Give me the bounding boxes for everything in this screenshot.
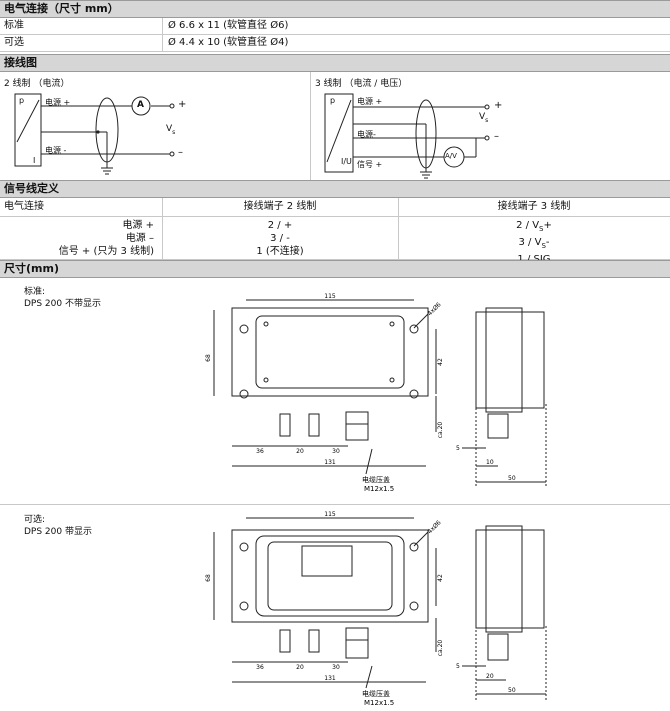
two-wire-schematic bbox=[14, 93, 175, 175]
row-label: 可选 bbox=[4, 37, 24, 48]
power-minus-label: 电源 - bbox=[45, 146, 67, 155]
electrical-header: 电气连接（尺寸 mm） bbox=[0, 0, 670, 18]
p-label: p bbox=[330, 96, 336, 105]
vs-label: Vs bbox=[479, 112, 489, 124]
dim-36: 36 bbox=[256, 448, 264, 455]
electrical-row-optional: 可选 Ø 4.4 x 10 (软管直径 Ø4) bbox=[0, 35, 670, 52]
dim-50: 50 bbox=[508, 687, 516, 694]
signal-column-header: 电气连接 接线端子 2 线制 接线端子 3 线制 bbox=[0, 198, 670, 217]
col-divider bbox=[398, 198, 399, 260]
col-header-two: 接线端子 2 线制 bbox=[243, 201, 317, 212]
table-row: 电源 – bbox=[125, 233, 154, 244]
optional-dimension-drawing: 115 68 42 ca.20 4xØ6 36 20 30 131 电缆压盖 M… bbox=[205, 511, 547, 707]
vs-label: Vs bbox=[166, 124, 176, 136]
gland-thread: M12x1.5 bbox=[364, 485, 394, 493]
dim-holes: 4xØ6 bbox=[426, 519, 442, 535]
signal-table-body: 电源 + 电源 – 信号 + (只为 3 线制) 2 / + 3 / - 1 (… bbox=[0, 217, 670, 265]
dim-ca20: ca.20 bbox=[437, 640, 444, 657]
dim-30: 30 bbox=[332, 664, 340, 671]
col-header-conn: 电气连接 bbox=[4, 201, 44, 212]
wiring-divider bbox=[310, 72, 311, 180]
dim-131: 131 bbox=[324, 675, 336, 682]
dim-42: 42 bbox=[437, 358, 444, 366]
table-row: 3 / VS- bbox=[518, 237, 550, 250]
dim-68: 68 bbox=[205, 574, 212, 582]
dim-36: 36 bbox=[256, 664, 264, 671]
gland-label: 电缆压盖 bbox=[362, 689, 390, 698]
row-label: 标准 bbox=[4, 20, 24, 31]
dim-holes: 4xØ6 bbox=[426, 301, 442, 317]
table-row: 3 / - bbox=[270, 233, 290, 244]
gland-label: 电缆压盖 bbox=[362, 475, 390, 484]
table-row: 1 / SIG bbox=[398, 253, 670, 266]
dim-5: 5 bbox=[456, 445, 460, 452]
dim-20: 20 bbox=[296, 448, 304, 455]
two-wire-diagram: 2 线制 （电流） p I 电源 + 电源 - A + – Vs bbox=[0, 72, 310, 180]
col-header-three: 接线端子 3 线制 bbox=[497, 201, 571, 212]
minus-terminal: – bbox=[178, 147, 183, 158]
standard-label: 标准: DPS 200 不带显示 bbox=[24, 286, 101, 310]
power-plus-label: 电源 + bbox=[357, 97, 383, 106]
three-wire-title: 3 线制 （电流 / 电压） bbox=[315, 79, 408, 89]
power-plus-label: 电源 + bbox=[45, 98, 71, 107]
iu-label: I/U bbox=[341, 157, 352, 166]
dim-131: 131 bbox=[324, 459, 336, 466]
table-row: 2 / VS+ bbox=[516, 220, 552, 233]
row-value: Ø 4.4 x 10 (软管直径 Ø4) bbox=[168, 37, 289, 48]
p-label: p bbox=[19, 96, 25, 105]
signal-header: 信号线定义 bbox=[0, 180, 670, 198]
dim-30: 30 bbox=[332, 448, 340, 455]
dim-50: 50 bbox=[508, 475, 516, 482]
dim-20-side: 20 bbox=[486, 673, 494, 680]
dim-5: 5 bbox=[456, 663, 460, 670]
three-wire-schematic bbox=[324, 93, 490, 179]
col-divider bbox=[162, 198, 163, 260]
table-row: 1 (不连接) bbox=[256, 246, 304, 257]
dim-10: 10 bbox=[486, 459, 494, 466]
table-row: 电源 + bbox=[122, 220, 154, 231]
conn-column: 电源 + 电源 – 信号 + (只为 3 线制) bbox=[59, 219, 154, 258]
plus-terminal: + bbox=[178, 99, 187, 110]
three-wire-column: 2 / VS+ 3 / VS- 1 / SIG bbox=[398, 219, 670, 266]
section-divider bbox=[0, 504, 670, 505]
i-label: I bbox=[33, 156, 36, 165]
optional-label: 可选: DPS 200 带显示 bbox=[24, 514, 92, 538]
dim-68: 68 bbox=[205, 354, 212, 362]
label-line: 标准: bbox=[24, 287, 46, 297]
dim-ca20: ca.20 bbox=[437, 422, 444, 439]
label-line: 可选: bbox=[24, 515, 46, 525]
wiring-header: 接线图 bbox=[0, 54, 670, 72]
dim-20: 20 bbox=[296, 664, 304, 671]
table-row: 2 / + bbox=[267, 220, 293, 231]
minus-terminal: – bbox=[494, 131, 499, 142]
dim-115: 115 bbox=[324, 511, 336, 518]
gland-thread: M12x1.5 bbox=[364, 699, 394, 707]
row-value: Ø 6.6 x 11 (软管直径 Ø6) bbox=[168, 20, 289, 31]
power-minus-label: 电源- bbox=[357, 130, 376, 139]
dim-115: 115 bbox=[324, 293, 336, 300]
signal-plus-label: 信号 + bbox=[357, 160, 383, 169]
ammeter-icon: A bbox=[137, 100, 144, 110]
table-row: 信号 + (只为 3 线制) bbox=[58, 246, 154, 257]
electrical-row-standard: 标准 Ø 6.6 x 11 (软管直径 Ø6) bbox=[0, 18, 670, 35]
dim-42: 42 bbox=[437, 574, 444, 582]
two-wire-column: 2 / + 3 / - 1 (不连接) bbox=[162, 219, 398, 258]
two-wire-title: 2 线制 （电流） bbox=[4, 79, 70, 89]
col-divider bbox=[162, 18, 163, 52]
standard-dimension-drawing: 115 68 42 ca.20 4xØ6 36 20 30 131 电缆压盖 M… bbox=[205, 293, 547, 493]
plus-terminal: + bbox=[494, 100, 503, 111]
label-line: DPS 200 不带显示 bbox=[24, 299, 101, 309]
three-wire-diagram: 3 线制 （电流 / 电压） p I/U 电源 + 电源- 信号 + A/V +… bbox=[311, 72, 670, 180]
av-meter-icon: A/V bbox=[445, 152, 457, 160]
dimensions-header: 尺寸(mm) bbox=[0, 260, 670, 278]
label-line: DPS 200 带显示 bbox=[24, 527, 92, 537]
